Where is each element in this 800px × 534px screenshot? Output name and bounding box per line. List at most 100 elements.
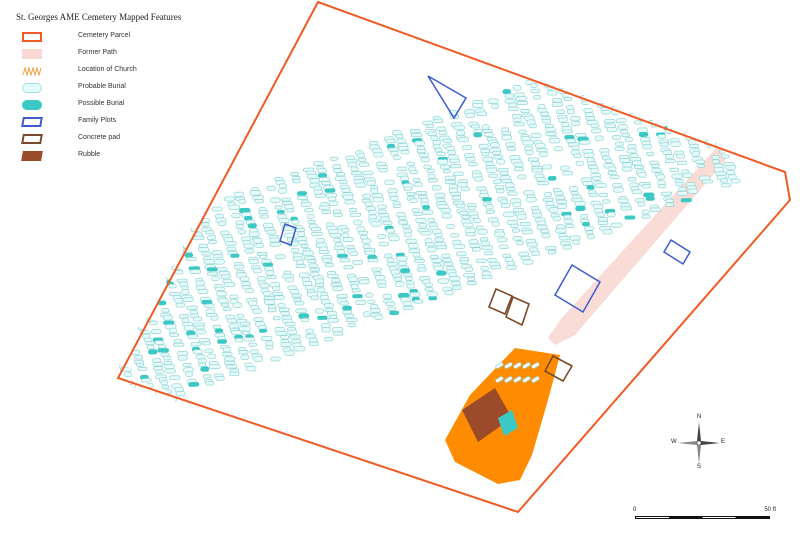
probable-burial (386, 257, 395, 263)
probable-burial (436, 197, 446, 202)
compass-e: E (721, 439, 726, 445)
probable-burial (470, 214, 479, 219)
probable-burial (696, 119, 705, 125)
possible-burial (400, 268, 411, 274)
probable-burial (239, 276, 250, 282)
probable-burial (370, 307, 381, 313)
probable-burial (184, 371, 193, 377)
probable-burial (398, 216, 407, 220)
probable-burial (560, 241, 571, 246)
probable-burial (642, 184, 651, 189)
probable-burial (150, 280, 159, 286)
probable-burial (547, 249, 557, 255)
probable-burial (687, 188, 698, 194)
probable-burial (327, 274, 339, 279)
probable-burial (557, 203, 567, 209)
probable-burial (125, 293, 136, 299)
probable-burial (417, 267, 427, 272)
probable-burial (677, 71, 686, 77)
probable-burial (639, 94, 651, 100)
probable-burial (418, 223, 428, 228)
probable-burial (350, 284, 359, 289)
probable-burial (417, 194, 428, 199)
probable-burial (371, 267, 382, 272)
probable-burial (629, 153, 639, 158)
probable-burial (120, 246, 130, 252)
probable-burial (460, 186, 471, 192)
probable-burial (366, 180, 376, 186)
probable-burial (674, 63, 686, 69)
probable-burial (444, 180, 457, 185)
probable-burial (511, 228, 521, 233)
probable-burial (553, 77, 564, 82)
probable-burial (361, 170, 374, 176)
probable-burial (676, 160, 687, 166)
probable-burial (545, 127, 556, 132)
possible-burial (352, 294, 363, 299)
probable-burial (657, 134, 666, 139)
probable-burial (633, 50, 645, 56)
probable-burial (409, 198, 418, 203)
probable-burial (669, 167, 680, 173)
family-plot (427, 75, 468, 120)
probable-burial (321, 210, 332, 215)
probable-burial (530, 250, 540, 256)
probable-burial (617, 75, 628, 81)
probable-burial (400, 150, 410, 155)
probable-burial (280, 334, 290, 340)
probable-burial (207, 271, 219, 276)
probable-burial (262, 222, 274, 228)
probable-burial (689, 70, 698, 76)
probable-burial (131, 281, 142, 286)
probable-burial (365, 292, 374, 298)
probable-burial (351, 288, 361, 293)
probable-burial (455, 203, 466, 208)
probable-burial (594, 91, 604, 96)
probable-burial (506, 187, 516, 192)
probable-burial (198, 362, 207, 367)
probable-burial (315, 193, 327, 198)
probable-burial (343, 194, 354, 200)
probable-burial (258, 210, 269, 215)
probable-burial (367, 258, 379, 263)
probable-burial (349, 212, 362, 217)
probable-burial (601, 109, 611, 115)
probable-burial (320, 322, 331, 329)
possible-burial (547, 176, 557, 181)
probable-burial (198, 358, 207, 364)
probable-burial (701, 105, 712, 112)
probable-burial (313, 161, 324, 166)
probable-burial (504, 376, 513, 383)
legend-item-rubble: Rubble (21, 149, 152, 166)
compass-w: W (671, 439, 677, 445)
probable-burial (150, 285, 160, 290)
probable-burial (637, 201, 646, 207)
probable-burial (190, 342, 202, 347)
probable-burial (152, 243, 161, 249)
probable-burial (349, 251, 359, 257)
probable-burial (339, 179, 348, 184)
probable-burial (468, 161, 478, 167)
probable-burial (413, 212, 423, 217)
probable-burial (541, 232, 551, 239)
probable-burial (164, 368, 177, 374)
probable-burial (316, 287, 326, 293)
probable-burial (531, 362, 540, 369)
probable-burial (658, 110, 667, 115)
probable-burial (662, 149, 672, 155)
probable-burial (608, 53, 619, 58)
probable-burial (147, 275, 160, 280)
probable-burial (237, 229, 246, 235)
probable-burial (659, 142, 669, 147)
probable-burial (555, 195, 566, 201)
probable-burial (488, 173, 499, 178)
possible-burial (324, 188, 336, 193)
probable-burial (352, 259, 363, 265)
probable-burial (133, 241, 145, 246)
probable-burial (656, 62, 667, 67)
probable-burial (291, 293, 302, 298)
probable-burial (434, 147, 443, 153)
probable-burial (451, 195, 462, 201)
probable-burial (508, 106, 519, 112)
probable-burial (355, 182, 366, 188)
